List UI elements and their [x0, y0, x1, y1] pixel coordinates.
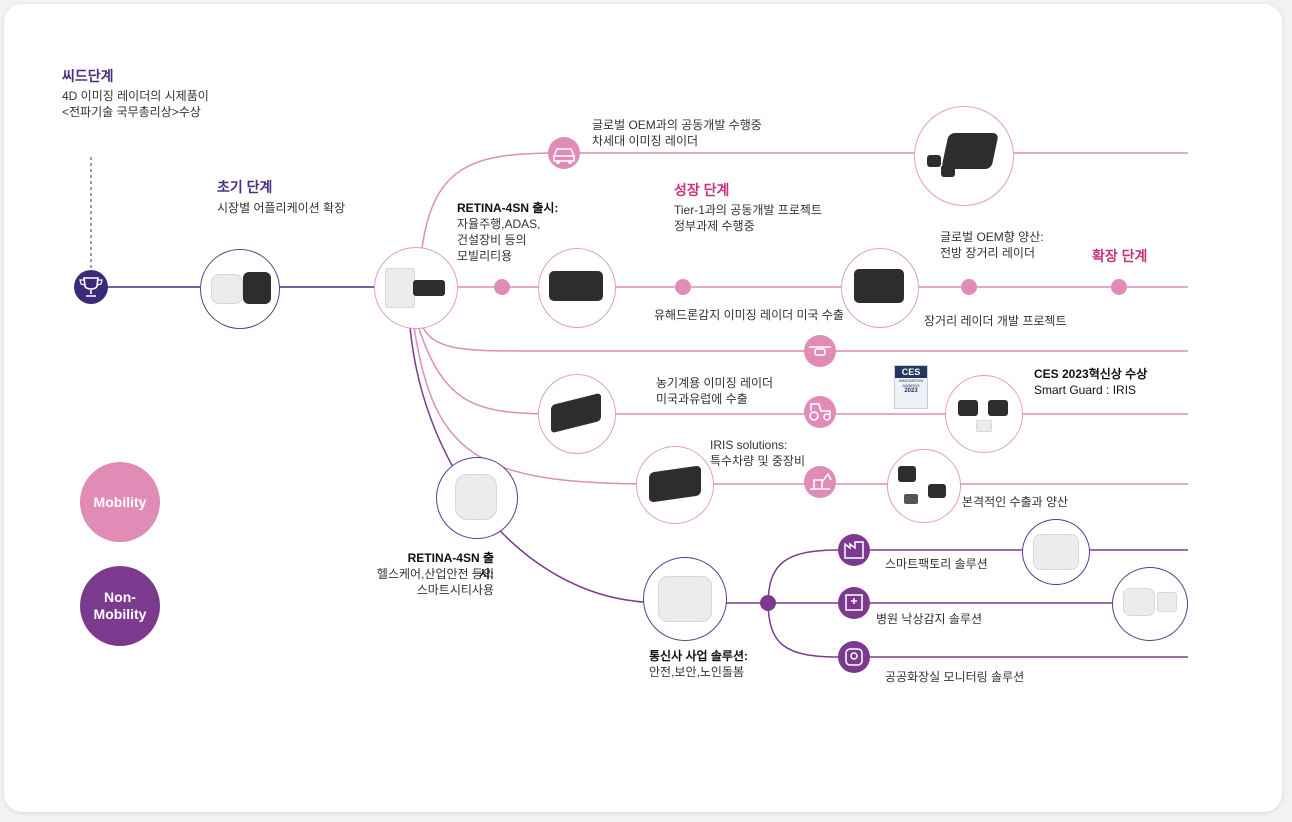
hospital-text: 병원 낙상감지 솔루션 — [876, 612, 983, 626]
global-oem-text: 글로벌 OEM과의 공동개발 수행중 차세대 이미징 레이더 — [592, 118, 762, 148]
retina-mobility-desc: 자율주행,ADAS, 건설장비 등의 모빌리티용 — [457, 217, 541, 263]
hospital-icon — [838, 587, 870, 619]
ces-badge: CES INNOVATION AWARDS 2023 — [894, 365, 928, 409]
drone-icon — [804, 335, 836, 367]
mass-production-product — [887, 449, 961, 523]
growth-title: 성장 단계 — [674, 182, 730, 198]
radar-product-a — [538, 248, 616, 328]
telecom-desc: 안전,보안,노인돌봄 — [649, 665, 744, 679]
telecom-product — [643, 557, 727, 641]
retina-mobility-title: RETINA-4SN 출시: — [457, 201, 559, 215]
radar-product-b — [841, 248, 919, 328]
initial-desc: 시장별 어플리케이션 확장 — [217, 201, 346, 215]
iris-product — [945, 375, 1023, 453]
seed-title: 씨드단계 — [62, 68, 114, 84]
iris-vehicle-product — [636, 446, 714, 524]
tractor-icon — [804, 396, 836, 428]
agri-text: 농기계용 이미징 레이더 미국과유럽에 수출 — [656, 376, 774, 406]
dot-1 — [494, 279, 510, 295]
initial-title: 초기 단계 — [217, 179, 273, 195]
smart-factory-text: 스마트팩토리 솔루션 — [885, 557, 988, 571]
dot-2 — [675, 279, 691, 295]
telecom-title: 통신사 사업 솔루션: — [649, 649, 748, 663]
legend-mobility: Mobility — [80, 462, 160, 542]
dot-3 — [961, 279, 977, 295]
smart-factory-product — [1022, 519, 1090, 585]
dot-4 — [1111, 279, 1127, 295]
expansion-title: 확장 단계 — [1092, 248, 1148, 264]
growth-desc: Tier-1과의 공동개발 프로젝트 정부과제 수행중 — [674, 203, 822, 233]
dot-5 — [760, 595, 776, 611]
ces-title: CES 2023혁신상 수상 — [1034, 367, 1148, 381]
initial-product — [200, 249, 280, 329]
retina-non-desc: 헬스케어,산업안전 등의 스마트시티사용 — [376, 567, 494, 597]
ces-badge-sub: INNOVATION AWARDS — [898, 378, 924, 388]
car-icon — [548, 137, 580, 169]
retina-non-mobility-product — [436, 457, 518, 539]
restroom-text: 공공화장실 모니터링 솔루션 — [885, 670, 1025, 684]
trophy-icon — [74, 270, 108, 304]
full-export-text: 본격적인 수출과 양산 — [962, 495, 1069, 509]
retina-non-title: RETINA-4SN 출시: — [407, 551, 494, 581]
ces-badge-text: CES — [895, 366, 927, 378]
long-range-text: 장거리 레이더 개발 프로젝트 — [924, 314, 1067, 328]
iris-text: IRIS solutions: 특수차량 및 중장비 — [710, 438, 805, 468]
hospital-product — [1112, 567, 1188, 641]
legend-non-mobility: Non- Mobility — [80, 566, 160, 646]
agri-radar-product — [538, 374, 616, 454]
seed-desc: 4D 이미징 레이더의 시제품이 <전파기술 국무총리상>수상 — [62, 89, 209, 119]
retina-mobility-product — [374, 247, 458, 329]
restroom-icon — [838, 641, 870, 673]
next-gen-radar-product — [914, 106, 1014, 206]
ces-subtitle: Smart Guard : IRIS — [1034, 383, 1137, 397]
factory-icon — [838, 534, 870, 566]
ces-badge-year: 2023 — [904, 388, 918, 394]
global-oem-mass-text: 글로벌 OEM향 양산: 전방 장거리 레이더 — [940, 230, 1044, 260]
drone-export-text: 유해드론감지 이미징 레이더 미국 수출 — [654, 308, 844, 322]
excavator-icon — [804, 466, 836, 498]
roadmap-card: 씨드단계 4D 이미징 레이더의 시제품이 <전파기술 국무총리상>수상 초기 … — [4, 4, 1282, 812]
